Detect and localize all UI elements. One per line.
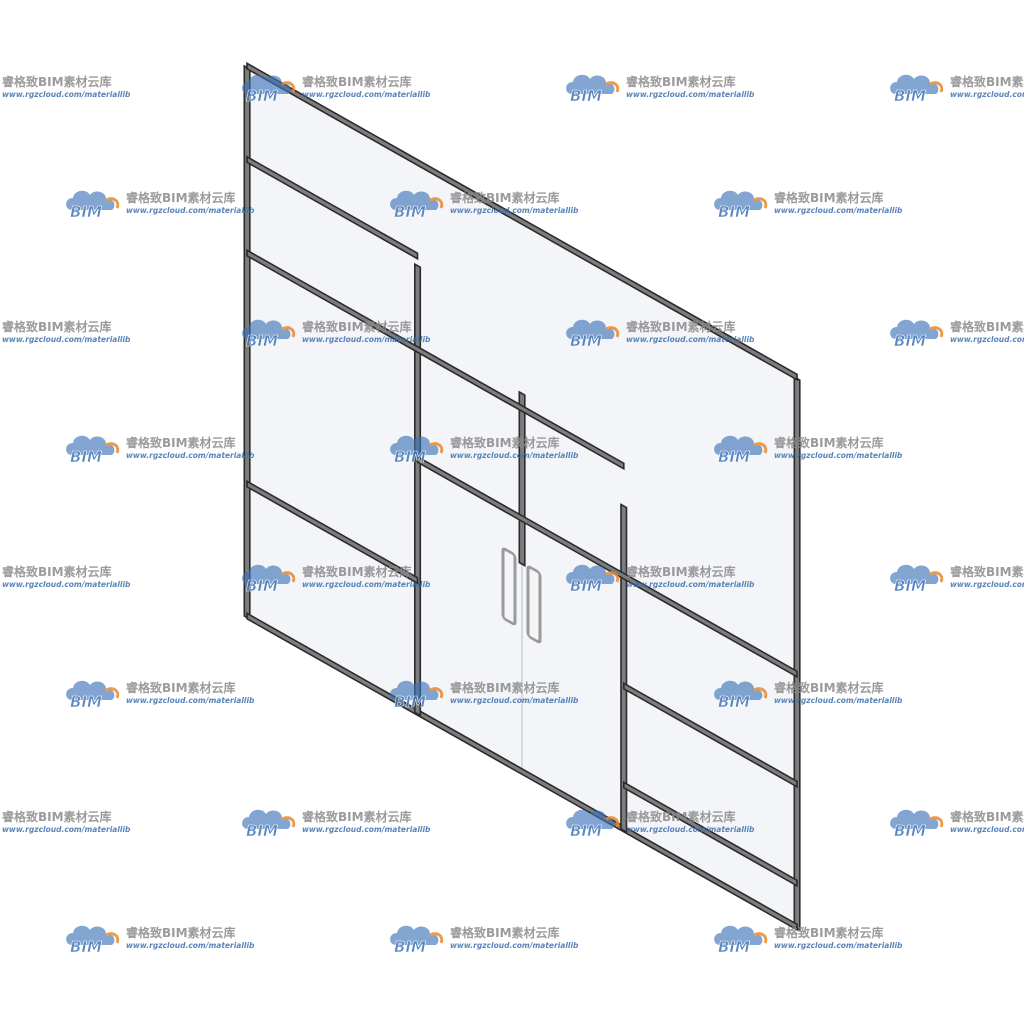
- left-rail-upper: [246, 155, 419, 261]
- right-rail-middle: [622, 681, 798, 789]
- transom-divider: [518, 390, 526, 567]
- door-right-jamb: [620, 503, 628, 834]
- frame-members: [243, 61, 801, 932]
- door-handles: [501, 547, 542, 644]
- left-rail-lower: [246, 479, 419, 585]
- door-handle-right: [526, 565, 542, 644]
- transom-rail: [246, 248, 625, 471]
- frame-left-post: [243, 64, 251, 621]
- frame-top-rail: [246, 61, 798, 382]
- frame-right-post: [793, 375, 801, 932]
- door-left-jamb: [413, 262, 422, 717]
- door-handle-left: [501, 547, 517, 626]
- right-rail-lower: [622, 780, 798, 888]
